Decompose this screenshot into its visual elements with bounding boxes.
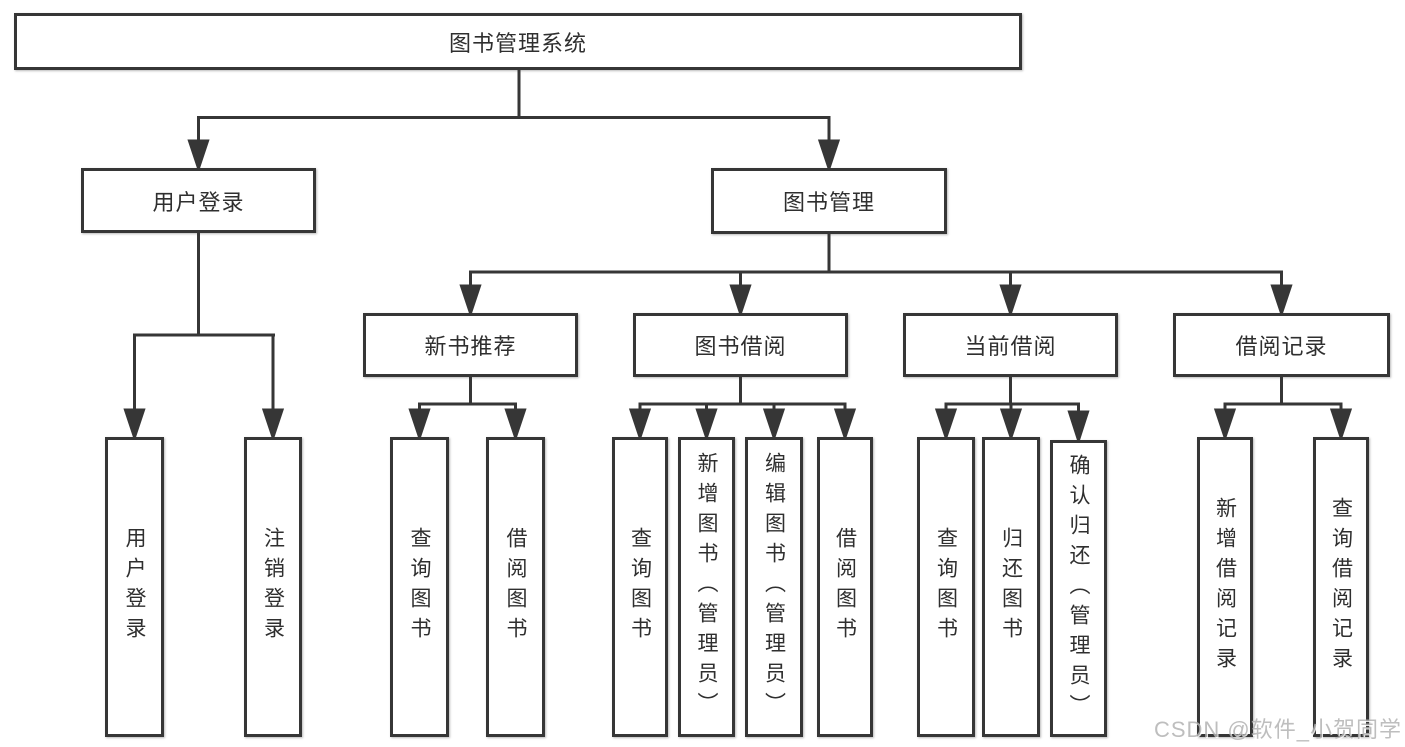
node-new-book-recommend-label: 新书推荐 — [424, 334, 517, 359]
leaf-return-books: 归还图书 — [982, 437, 1040, 737]
leaf-add-books-admin: 新增图书（管理员） — [678, 437, 735, 737]
leaf-query-borrow-record: 查询借阅记录 — [1313, 437, 1369, 737]
node-current-borrow-label: 当前借阅 — [964, 334, 1057, 359]
node-book-borrow: 图书借阅 — [633, 313, 848, 377]
leaf-logout-label: 注销登录 — [261, 527, 285, 647]
leaf-user-login: 用户登录 — [105, 437, 164, 737]
leaf-query-books-1-label: 查询图书 — [408, 527, 431, 647]
leaf-user-login-label: 用户登录 — [123, 527, 146, 647]
node-current-borrow: 当前借阅 — [903, 313, 1118, 377]
leaf-query-books-3: 查询图书 — [917, 437, 975, 737]
connector-user-login — [123, 233, 285, 442]
leaf-borrow-books-1: 借阅图书 — [486, 437, 545, 737]
csdn-watermark: CSDN @软件_小贺同学 — [1153, 717, 1402, 742]
connector-root — [187, 70, 841, 173]
connector-book-management — [459, 234, 1293, 318]
node-root-label: 图书管理系统 — [448, 30, 587, 56]
leaf-borrow-books-1-label: 借阅图书 — [504, 527, 527, 647]
node-book-management: 图书管理 — [711, 168, 947, 234]
node-borrow-records-label: 借阅记录 — [1235, 334, 1328, 359]
leaf-borrow-books-2: 借阅图书 — [817, 437, 873, 737]
leaf-query-books-3-label: 查询图书 — [934, 527, 958, 647]
leaf-edit-books-admin: 编辑图书（管理员） — [745, 437, 803, 737]
node-book-management-label: 图书管理 — [782, 190, 875, 215]
leaf-edit-books-admin-label: 编辑图书（管理员） — [762, 452, 786, 722]
connector-current-borrow — [934, 377, 1090, 445]
leaf-add-borrow-record-label: 新增借阅记录 — [1213, 497, 1237, 677]
connector-borrow-records — [1213, 377, 1353, 442]
leaf-borrow-books-2-label: 借阅图书 — [833, 527, 857, 647]
node-root: 图书管理系统 — [14, 13, 1022, 70]
node-new-book-recommend: 新书推荐 — [363, 313, 578, 377]
leaf-query-books-2: 查询图书 — [612, 437, 668, 737]
node-book-borrow-label: 图书借阅 — [694, 334, 787, 359]
leaf-confirm-return-admin: 确认归还（管理员） — [1050, 440, 1107, 737]
leaf-add-borrow-record: 新增借阅记录 — [1197, 437, 1253, 737]
node-user-login: 用户登录 — [81, 168, 316, 233]
node-user-login-label: 用户登录 — [152, 189, 245, 215]
connector-book-borrow — [628, 377, 857, 442]
leaf-confirm-return-admin-label: 确认归还（管理员） — [1067, 453, 1090, 724]
leaf-query-borrow-record-label: 查询借阅记录 — [1329, 497, 1353, 677]
connector-new-book — [408, 377, 527, 442]
leaf-return-books-label: 归还图书 — [999, 527, 1023, 647]
node-borrow-records: 借阅记录 — [1173, 313, 1390, 377]
leaf-add-books-admin-label: 新增图书（管理员） — [695, 452, 718, 722]
leaf-query-books-2-label: 查询图书 — [628, 527, 652, 647]
leaf-query-books-1: 查询图书 — [390, 437, 449, 737]
leaf-logout: 注销登录 — [244, 437, 302, 737]
